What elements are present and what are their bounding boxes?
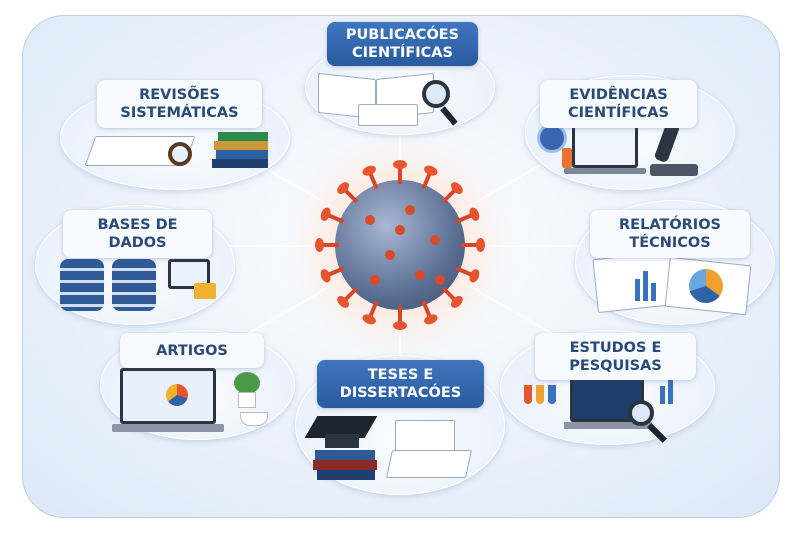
books-magnifier-icon — [84, 128, 270, 178]
label-line: PESQUISAS — [569, 357, 662, 374]
virus-surface-dot — [405, 205, 415, 215]
label-publicacoes-cientificas[interactable]: PUBLICACÓES CIENTÍFICAS — [327, 22, 478, 66]
label-line: SISTEMÁTICAS — [120, 105, 239, 121]
label-line: DADOS — [108, 235, 167, 251]
label-line: ARTIGOS — [156, 342, 228, 359]
virus-icon — [321, 160, 479, 324]
label-line: PUBLICACÓES — [345, 27, 460, 43]
lab-laptop-microscope-icon — [540, 120, 710, 187]
label-bases-de-dados[interactable]: BASES DE DADOS — [63, 210, 212, 258]
virus-spike — [393, 160, 407, 184]
label-revisoes-sistematicas[interactable]: REVISÕES SISTEMÁTICAS — [97, 80, 262, 128]
label-line: CIENTÍFICAS — [352, 45, 453, 61]
open-book-magnifier-icon — [318, 70, 478, 130]
lab-tubes-laptop-magnifier-icon — [520, 372, 690, 443]
connector-line — [400, 245, 640, 247]
label-line: REVISÕES — [139, 87, 220, 103]
label-artigos[interactable]: ARTIGOS — [120, 333, 264, 368]
virus-spike — [321, 243, 339, 247]
virus-spike — [398, 306, 402, 324]
label-line: TESES E — [367, 367, 434, 383]
label-line: TÉCNICOS — [629, 235, 711, 251]
label-line: ESTUDOS E — [569, 339, 662, 356]
virus-surface-dot — [415, 270, 425, 280]
label-relatorios-tecnicos[interactable]: RELATÓRIOS TÉCNICOS — [590, 210, 750, 258]
label-line: RELATÓRIOS — [619, 217, 721, 233]
label-line: DISSERTACÓES — [339, 385, 462, 401]
label-evidencias-cientificas[interactable]: EVIDÊNCIAS CIENTÍFICAS — [540, 80, 697, 128]
graduation-cap-books-icon — [304, 410, 495, 485]
database-servers-icon — [60, 255, 220, 315]
virus-surface-dot — [365, 215, 375, 225]
label-line: CIENTÍFICAS — [568, 105, 669, 121]
virus-surface-dot — [435, 275, 445, 285]
virus-surface-dot — [395, 225, 405, 235]
label-estudos-pesquisas[interactable]: ESTUDOS E PESQUISAS — [535, 333, 696, 380]
label-line: EVIDÊNCIAS — [569, 87, 668, 103]
virus-surface-dot — [385, 250, 395, 260]
label-line: BASES DE — [97, 217, 178, 233]
virus-spike — [461, 243, 479, 247]
virus-surface-dot — [370, 275, 380, 285]
label-teses-dissertacoes[interactable]: TESES E DISSERTACÓES — [317, 360, 484, 408]
report-charts-icon — [592, 250, 755, 316]
laptop-coffee-plant-icon — [112, 368, 280, 438]
virus-surface-dot — [430, 235, 440, 245]
